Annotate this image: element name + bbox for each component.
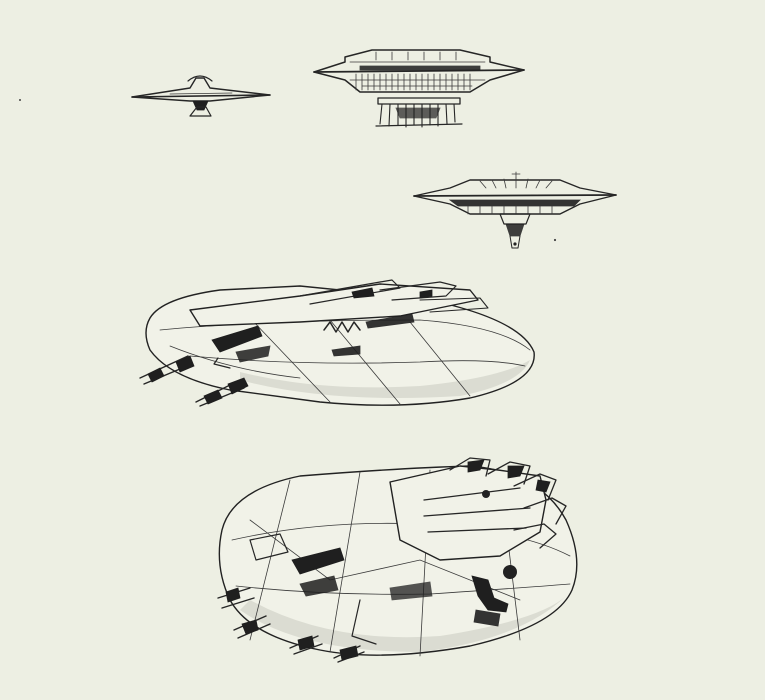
paper-speck [553,238,557,242]
paper-speck [19,99,21,101]
small-saucer [131,75,271,117]
starfighter-side [139,279,535,407]
starfighter-top [217,457,578,663]
large-saucer [313,49,525,128]
mid-saucer [413,171,617,249]
